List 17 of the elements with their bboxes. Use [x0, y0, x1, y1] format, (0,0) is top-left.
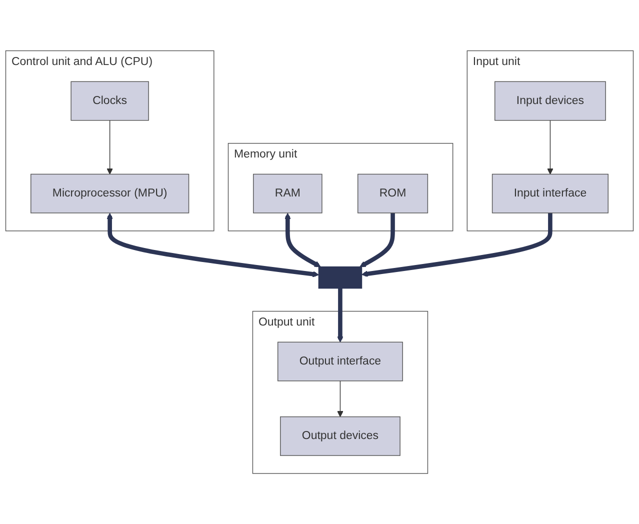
node-box: Input interface [492, 174, 608, 214]
arrow [547, 120, 554, 174]
arrow [337, 288, 344, 342]
node-box: Output interface [277, 342, 403, 382]
node-box: Clocks [70, 81, 149, 121]
node-bar [318, 266, 362, 289]
node-box: Output devices [280, 416, 400, 456]
node-box: RAM [253, 174, 322, 214]
node-box: ROM [357, 174, 428, 214]
arrow [106, 120, 113, 174]
arrow [106, 212, 319, 278]
arrow [337, 380, 344, 417]
node-box: Input devices [494, 81, 606, 121]
arrow [284, 212, 321, 268]
node-box: Microprocessor (MPU) [30, 174, 190, 214]
arrow [360, 212, 395, 268]
arrow [361, 212, 552, 277]
